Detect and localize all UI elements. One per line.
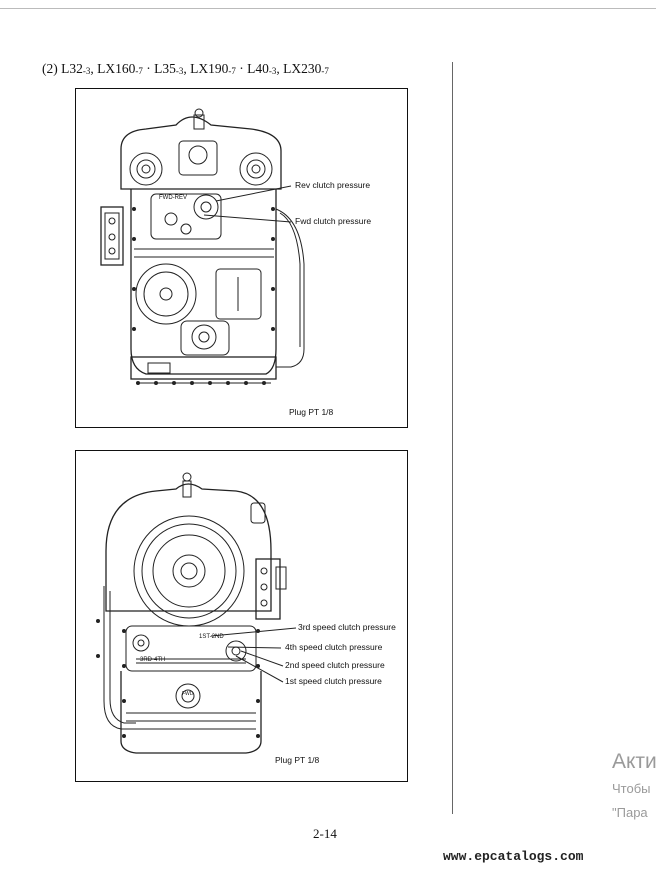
activation-overlay-line-3: "Пара [612, 805, 648, 820]
fwd-clutch-label: Fwd clutch pressure [295, 216, 372, 226]
leader-1st [235, 655, 284, 683]
heading-prefix: (2) [42, 61, 62, 76]
casting-label-fwd-rev: FWD-REV [159, 195, 187, 201]
model-4: LX190-7 · [190, 61, 248, 76]
plug-label-2: Plug PT 1/8 [275, 755, 320, 765]
model-3: L35-3, [154, 61, 191, 76]
second-speed-label: 2nd speed clutch pressure [285, 660, 385, 670]
model-6: LX230-7 [283, 61, 329, 76]
model-5: L40-3, [247, 61, 284, 76]
activation-overlay-line-2: Чтобы [612, 781, 651, 796]
leader-4th [227, 646, 282, 649]
casting-label-1st-2nd: 1ST-2ND [199, 634, 224, 640]
rev-clutch-label: Rev clutch pressure [295, 180, 371, 190]
watermark: www.epcatalogs.com [443, 849, 584, 864]
third-speed-label: 3rd speed clutch pressure [298, 622, 396, 632]
leader-fwd [203, 214, 292, 223]
fourth-speed-label: 4th speed clutch pressure [285, 642, 383, 652]
model-2: LX160-7 · [97, 61, 155, 76]
casting-label-3rd-4th: 3RD-4TH [140, 657, 166, 663]
column-divider [452, 62, 453, 814]
first-speed-label: 1st speed clutch pressure [285, 676, 382, 686]
figure-1-drawing [100, 108, 305, 385]
figure-2-transmission-front: 1ST-2ND 3RD-4TH FWD 3rd speed clutch pre… [75, 450, 408, 782]
figure-1-transmission-top: FWD-REV Rev clutch pressure Fwd clutch p… [75, 88, 408, 428]
plug-label: Plug PT 1/8 [289, 407, 334, 417]
figure-2-drawing [96, 472, 297, 754]
casting-label-fwd: FWD [182, 691, 194, 697]
page-number: 2-14 [313, 826, 337, 841]
activation-overlay-title: Акти [612, 750, 656, 773]
model-1: L32-3, [61, 61, 98, 76]
section-heading: (2) L32-3, LX160-7 · L35-3, LX190-7 · L4… [42, 61, 329, 77]
top-rule [0, 8, 656, 9]
leader-2nd [240, 650, 284, 667]
leader-3rd [210, 627, 297, 637]
leader-rev [215, 185, 292, 202]
